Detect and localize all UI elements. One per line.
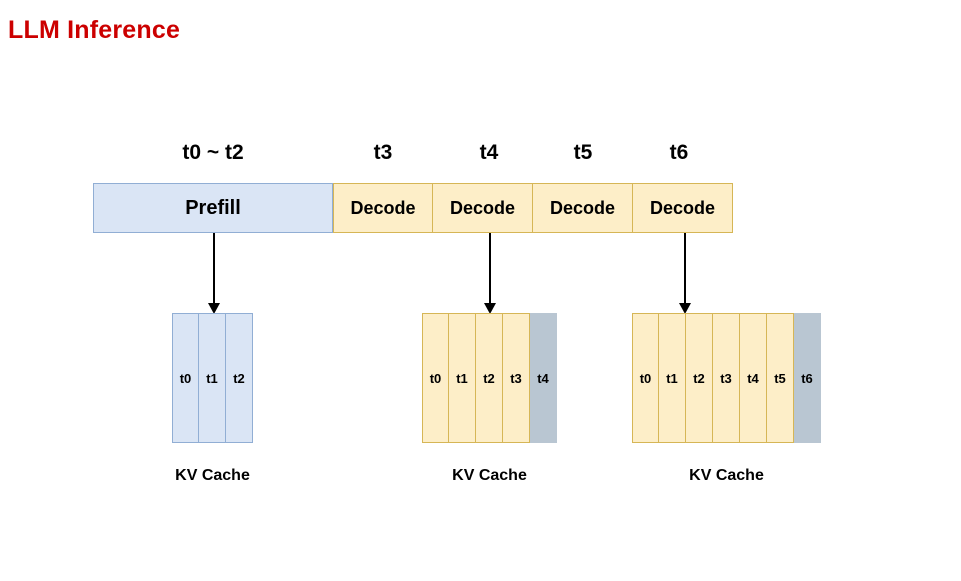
kv-cell-0-t1: t1	[199, 313, 226, 443]
timeline-tick-0: t0 ~ t2	[182, 141, 244, 164]
timeline-phase-decode-3: Decode	[533, 183, 633, 233]
kv-cache-caption-0: KV Cache	[175, 467, 250, 484]
kv-cell-2-t0: t0	[632, 313, 659, 443]
kv-cache-caption-2: KV Cache	[689, 467, 764, 484]
kv-cell-1-t2: t2	[476, 313, 503, 443]
kv-cell-2-t4: t4	[740, 313, 767, 443]
timeline-tick-1: t3	[373, 141, 393, 164]
arrow-line-1	[489, 233, 491, 305]
kv-cell-1-t0: t0	[422, 313, 449, 443]
kv-cache-caption-1: KV Cache	[452, 467, 527, 484]
timeline-tick-4: t6	[669, 141, 689, 164]
arrow-line-2	[684, 233, 686, 305]
kv-cell-2-t1: t1	[659, 313, 686, 443]
arrow-head-2	[679, 303, 691, 314]
timeline-tick-2: t4	[479, 141, 499, 164]
kv-cell-1-t1: t1	[449, 313, 476, 443]
kv-cell-2-t6: t6	[794, 313, 821, 443]
page-title: LLM Inference	[8, 16, 181, 44]
kv-cell-1-t3: t3	[503, 313, 530, 443]
timeline-phase-decode-4: Decode	[633, 183, 733, 233]
kv-cell-2-t5: t5	[767, 313, 794, 443]
timeline-phase-prefill-0: Prefill	[93, 183, 333, 233]
arrow-head-0	[208, 303, 220, 314]
timeline-phase-decode-1: Decode	[333, 183, 433, 233]
kv-cell-1-t4: t4	[530, 313, 557, 443]
kv-cell-0-t0: t0	[172, 313, 199, 443]
timeline-phase-decode-2: Decode	[433, 183, 533, 233]
arrow-line-0	[213, 233, 215, 305]
timeline-tick-3: t5	[573, 141, 593, 164]
kv-cell-2-t2: t2	[686, 313, 713, 443]
arrow-head-1	[484, 303, 496, 314]
kv-cell-2-t3: t3	[713, 313, 740, 443]
kv-cell-0-t2: t2	[226, 313, 253, 443]
